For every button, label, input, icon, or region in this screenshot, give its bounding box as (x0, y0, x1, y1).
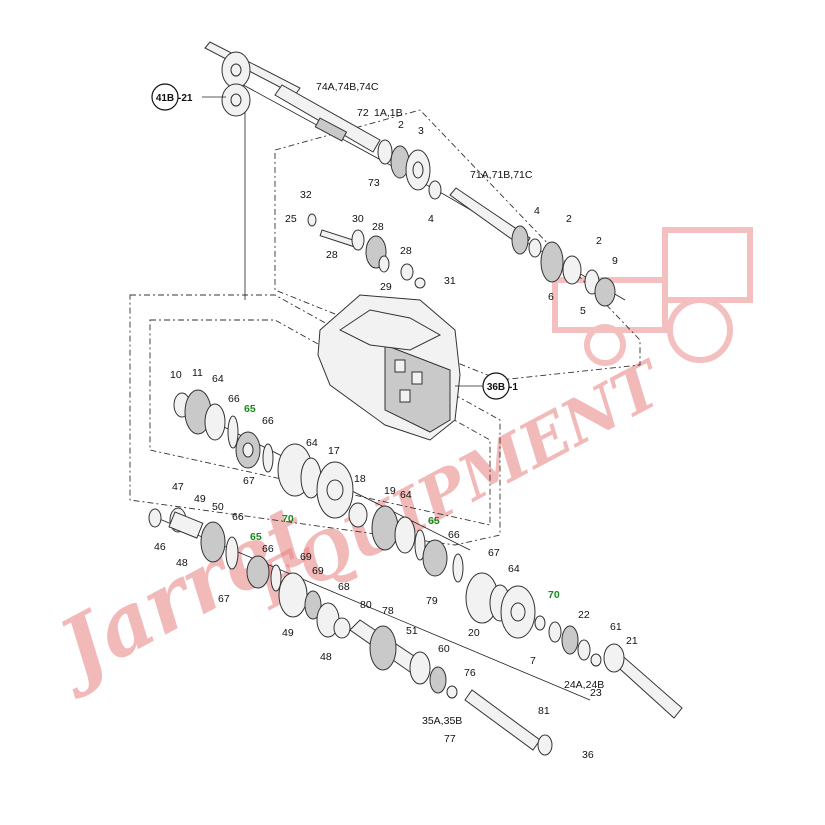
part-label-2: 2 (596, 235, 602, 247)
part-label-65: 65 (250, 531, 262, 543)
svg-text:-21: -21 (178, 93, 193, 104)
middle-gear-train (173, 389, 464, 583)
svg-text:41B: 41B (156, 93, 174, 104)
part-label-37: 37 (0, 0, 12, 3)
part-label-74A-74B-74C: 74A,74B,74C (316, 81, 379, 93)
part-label-28: 28 (400, 245, 412, 257)
part-label-18: 18 (354, 473, 366, 485)
part-label-72: 72 (357, 107, 369, 119)
part-label-6: 6 (548, 291, 554, 303)
upper-gears (377, 139, 616, 307)
reverse-idler-parts (307, 213, 426, 289)
part-label-48: 48 (320, 651, 332, 663)
part-label-31: 31 (444, 275, 456, 287)
part-label-69: 69 (312, 565, 324, 577)
tractor-logo-icon (552, 227, 753, 366)
part-label-61: 61 (610, 621, 622, 633)
part-label-65: 65 (244, 403, 256, 415)
part-label-66: 66 (448, 529, 460, 541)
part-label-66: 66 (232, 511, 244, 523)
part-label-7: 7 (530, 655, 536, 667)
part-label-22: 22 (578, 609, 590, 621)
part-label-1A-1B: 1A,1B (374, 107, 403, 119)
part-label-66: 66 (228, 393, 240, 405)
part-label-73: 73 (368, 177, 380, 189)
part-label-5: 5 (580, 305, 586, 317)
part-label-23: 23 (590, 687, 602, 699)
part-label-47: 47 (172, 481, 184, 493)
part-label-25: 25 (285, 213, 297, 225)
part-label-80: 80 (360, 599, 372, 611)
part-label-19: 19 (384, 485, 396, 497)
part-label-48: 48 (176, 557, 188, 569)
part-label-20: 20 (468, 627, 480, 639)
inner-boundary (149, 319, 491, 526)
part-label-3: 3 (418, 125, 424, 137)
part-label-69: 69 (300, 551, 312, 563)
part-label-67: 67 (218, 593, 230, 605)
part-label-77: 77 (444, 733, 456, 745)
part-label-32: 32 (300, 189, 312, 201)
part-label-64: 64 (508, 563, 520, 575)
part-label-65: 65 (428, 515, 440, 527)
part-label-64: 64 (400, 489, 412, 501)
part-label-68: 68 (338, 581, 350, 593)
transmission-housing (317, 294, 461, 441)
part-label-4: 4 (534, 205, 540, 217)
right-lower-group (465, 572, 683, 719)
part-label-30: 30 (352, 213, 364, 225)
callouts: 41B -21 36B -1 (151, 83, 518, 400)
part-label-78: 78 (382, 605, 394, 617)
callout-36B[interactable]: 36B -1 (455, 372, 518, 400)
part-label-60: 60 (438, 643, 450, 655)
svg-text:-1: -1 (509, 382, 518, 393)
svg-text:36B: 36B (487, 382, 505, 393)
part-label-70: 70 (282, 513, 294, 525)
callout-41B[interactable]: 41B -21 (151, 83, 226, 111)
shaft-74 (204, 41, 381, 153)
part-label-50: 50 (212, 501, 224, 513)
part-label-2: 2 (398, 119, 404, 131)
part-label-29: 29 (380, 281, 392, 293)
part-label-67: 67 (488, 547, 500, 559)
part-label-4: 4 (428, 213, 434, 225)
part-label-11: 11 (192, 367, 203, 379)
part-label-81: 81 (538, 705, 550, 717)
part-label-76: 76 (464, 667, 476, 679)
part-label-28: 28 (326, 249, 338, 261)
part-label-67: 67 (243, 475, 255, 487)
part-label-70: 70 (548, 589, 560, 601)
part-label-35A-35B: 35A,35B (422, 715, 462, 727)
part-label-10: 10 (170, 369, 182, 381)
part-label-46: 46 (154, 541, 166, 553)
part-label-64: 64 (212, 373, 224, 385)
part-label-49: 49 (282, 627, 294, 639)
part-label-71A-71B-71C: 71A,71B,71C (470, 169, 533, 181)
assembly-boundaries (129, 109, 641, 546)
part-label-36: 36 (582, 749, 594, 761)
part-label-9: 9 (612, 255, 618, 267)
part-label-17: 17 (328, 445, 340, 457)
part-label-51: 51 (406, 625, 418, 637)
part-label-79: 79 (426, 595, 438, 607)
part-label-49: 49 (194, 493, 206, 505)
lower-gear-train (148, 507, 553, 756)
part-label-21: 21 (626, 635, 638, 647)
part-label-66: 66 (262, 415, 274, 427)
upper-boundary (274, 109, 641, 381)
part-label-2: 2 (566, 213, 572, 225)
part-label-24A-24B: 24A,24B (564, 679, 604, 691)
part-label-64: 64 (306, 437, 318, 449)
part-label-28: 28 (372, 221, 384, 233)
middle-boundary (129, 294, 501, 546)
part-label-66: 66 (262, 543, 274, 555)
